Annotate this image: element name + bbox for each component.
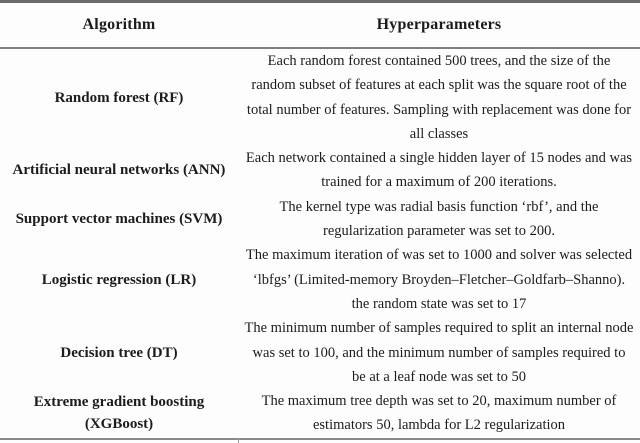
algorithm-cell: Logistic regression (LR) (41, 271, 197, 288)
column-divider-tick (238, 438, 239, 443)
algorithm-cell: Artificial neural networks (ANN) (12, 162, 226, 179)
algorithm-cell: Support vector machines (SVM) (15, 211, 223, 228)
hyperparameters-cell: Each network contained a single hidden l… (245, 150, 633, 191)
table-row-ann: Artificial neural networks (ANN) Each ne… (0, 146, 640, 195)
algorithm-cell: Decision tree (DT) (60, 344, 178, 361)
table-row-lr: Logistic regression (LR) The maximum ite… (0, 243, 640, 316)
header-row: Algorithm Hyperparameters (0, 1, 640, 49)
hyperparameters-cell: The kernel type was radial basis functio… (279, 198, 599, 240)
hyperparameters-cell: Each random forest contained 500 trees, … (246, 53, 632, 142)
column-header-algorithm: Algorithm (0, 1, 238, 49)
table-row-xgboost: Extreme gradient boosting (XGBoost) The … (0, 389, 640, 440)
column-header-hyperparameters: Hyperparameters (238, 1, 640, 49)
table-row-svm: Support vector machines (SVM) The kernel… (0, 195, 640, 244)
algorithm-cell: Extreme gradient boosting (XGBoost) (0, 389, 238, 440)
table-row-dt: Decision tree (DT) The minimum number of… (0, 316, 640, 389)
hyperparameters-cell: The maximum tree depth was set to 20, ma… (238, 389, 640, 440)
table-row-rf: Random forest (RF) Each random forest co… (0, 48, 640, 146)
algorithm-cell: Random forest (RF) (54, 89, 184, 106)
hyperparameters-cell: The minimum number of samples required t… (244, 320, 634, 385)
hyperparameters-cell: The maximum iteration of was set to 1000… (245, 247, 633, 312)
